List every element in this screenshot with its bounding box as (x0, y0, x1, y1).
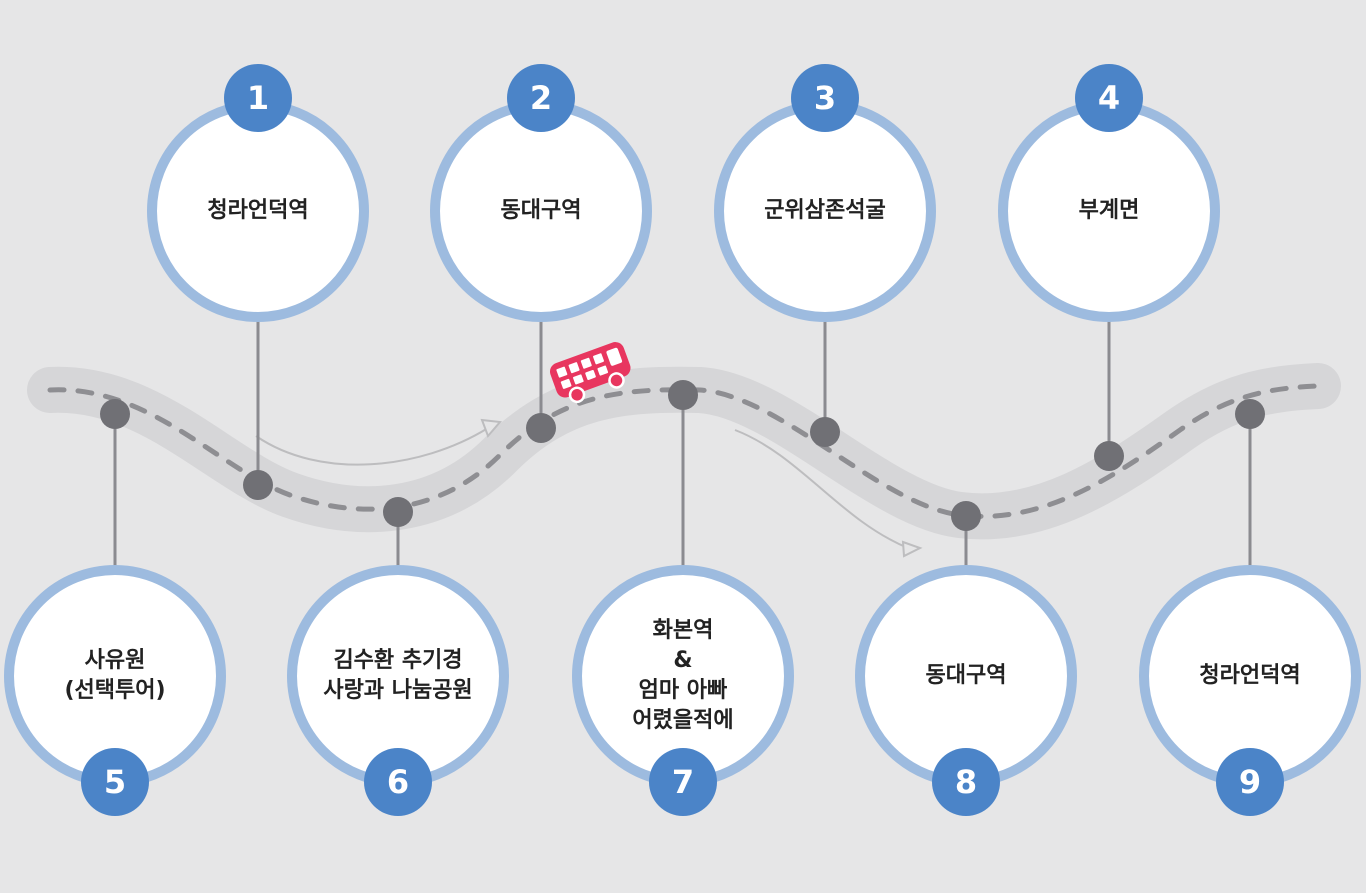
stop-2-circle: 동대구역 (430, 100, 652, 322)
route-node (1094, 441, 1124, 471)
stop-6-number-badge: 6 (364, 748, 432, 816)
stop-name: 동대구역 (500, 198, 582, 223)
route-node (100, 399, 130, 429)
direction-arrow-icon (255, 418, 502, 466)
stop-1-number-badge: 1 (224, 64, 292, 132)
route-node (526, 413, 556, 443)
stop-5-number-badge: 5 (81, 748, 149, 816)
stop-3-number-badge: 3 (791, 64, 859, 132)
stop-9-number-badge: 9 (1216, 748, 1284, 816)
stop-name: 김수환 추기경 사랑과 나눔공원 (323, 648, 473, 703)
route-node (668, 380, 698, 410)
stop-name: 동대구역 (925, 663, 1007, 688)
direction-arrow-icon (734, 429, 923, 558)
stop-name: 청라언덕역 (207, 198, 309, 223)
stop-name: 청라언덕역 (1199, 663, 1301, 688)
route-node (383, 497, 413, 527)
route-centerline (47, 383, 1321, 519)
stop-name: 군위삼존석굴 (764, 198, 886, 223)
route-node (810, 417, 840, 447)
stop-4-circle: 부계면 (998, 100, 1220, 322)
stop-4-number-badge: 4 (1075, 64, 1143, 132)
bus-icon (549, 342, 631, 404)
route-node (951, 501, 981, 531)
stop-7-number-badge: 7 (649, 748, 717, 816)
stop-3-circle: 군위삼존석굴 (714, 100, 936, 322)
route-node (243, 470, 273, 500)
stop-name: 부계면 (1078, 198, 1140, 223)
route-node (1235, 399, 1265, 429)
stop-2-number-badge: 2 (507, 64, 575, 132)
stop-name: 화본역 & 엄마 아빠 어렸을적에 (632, 618, 734, 733)
stop-8-number-badge: 8 (932, 748, 1000, 816)
stop-1-circle: 청라언덕역 (147, 100, 369, 322)
stop-name: 사유원 (선택투어) (64, 648, 166, 703)
